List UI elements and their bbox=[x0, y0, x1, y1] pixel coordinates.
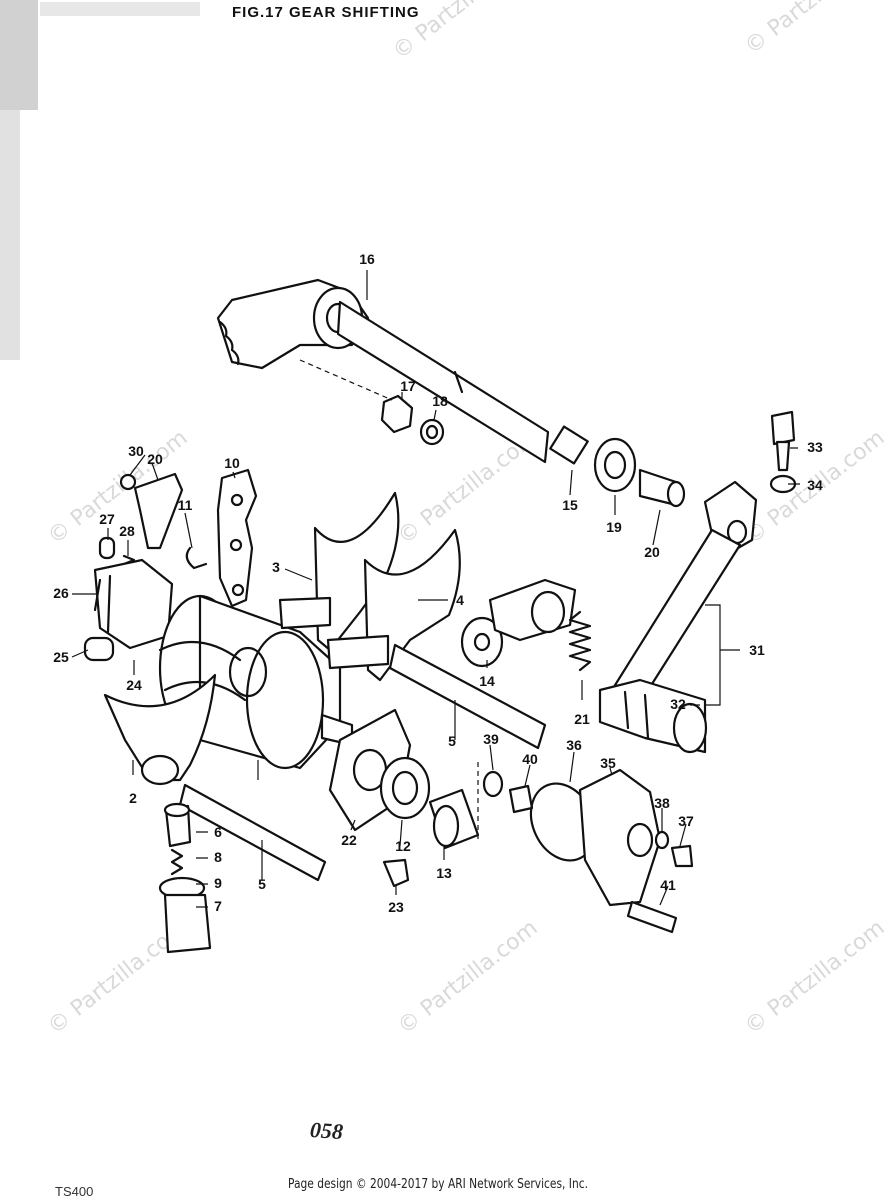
callout-34: 34 bbox=[807, 477, 823, 493]
washer-38[interactable] bbox=[654, 830, 670, 850]
figure-title: FIG.17 GEAR SHIFTING bbox=[232, 4, 420, 21]
oil-seal[interactable] bbox=[593, 437, 686, 508]
callout-17: 17 bbox=[400, 378, 416, 394]
callout-24: 24 bbox=[126, 677, 142, 693]
callout-33: 33 bbox=[807, 439, 823, 455]
callout-32: 32 bbox=[670, 696, 686, 712]
callout-30: 30 bbox=[128, 443, 144, 459]
callout-37: 37 bbox=[678, 813, 694, 829]
callout-10: 10 bbox=[224, 455, 240, 471]
shaft-bolt[interactable] bbox=[380, 394, 445, 446]
callout-labels: 16 17 18 15 19 20 33 34 30 20 10 11 27 2… bbox=[53, 251, 823, 915]
callout-35: 35 bbox=[600, 755, 616, 771]
callout-2: 2 bbox=[129, 790, 137, 806]
shift-fork-3[interactable] bbox=[278, 491, 400, 652]
callout-5: 5 bbox=[258, 876, 266, 892]
callout-27: 27 bbox=[99, 511, 115, 527]
callout-38: 38 bbox=[654, 795, 670, 811]
callout-22: 22 bbox=[341, 832, 357, 848]
callout-16: 16 bbox=[359, 251, 375, 267]
cam-stopper[interactable] bbox=[216, 468, 258, 608]
callout-39: 39 bbox=[483, 731, 499, 747]
scan-noise bbox=[0, 0, 200, 360]
pedal-bolt[interactable] bbox=[769, 410, 797, 494]
callout-4: 4 bbox=[456, 592, 464, 608]
copyright-notice: Page design © 2004-2017 by ARI Network S… bbox=[288, 1177, 588, 1192]
gear-shift-pedal[interactable] bbox=[598, 480, 758, 754]
clip[interactable] bbox=[185, 546, 208, 570]
callout-3: 3 bbox=[272, 559, 280, 575]
callout-13: 13 bbox=[436, 865, 452, 881]
washer-12[interactable] bbox=[379, 756, 431, 820]
bearing-13[interactable] bbox=[428, 788, 480, 850]
callout-12: 12 bbox=[395, 838, 411, 854]
callout-23: 23 bbox=[388, 899, 404, 915]
callout-26: 26 bbox=[53, 585, 69, 601]
bolt-41[interactable] bbox=[626, 900, 678, 934]
callout-41: 41 bbox=[660, 877, 676, 893]
shift-fork-4[interactable] bbox=[326, 528, 461, 682]
oil-seal-39[interactable] bbox=[482, 770, 504, 798]
cam-driven-gear[interactable] bbox=[83, 536, 174, 662]
watermark: © Partzilla.com bbox=[740, 916, 888, 1040]
watermark: © Partzilla.com bbox=[740, 0, 888, 60]
neutral-switch[interactable] bbox=[158, 802, 212, 954]
return-spring[interactable] bbox=[568, 610, 592, 672]
shift-cover[interactable] bbox=[578, 768, 662, 907]
fork-shaft-lower[interactable] bbox=[178, 783, 327, 882]
callout-25: 25 bbox=[53, 649, 69, 665]
callout-18: 18 bbox=[432, 393, 448, 409]
gear-shift-arm[interactable] bbox=[460, 578, 577, 668]
model-label: TS400 bbox=[55, 1184, 94, 1199]
callout-21: 21 bbox=[574, 711, 590, 727]
callout-5: 5 bbox=[448, 733, 456, 749]
callout-15: 15 bbox=[562, 497, 578, 513]
leader-lines bbox=[71, 270, 800, 908]
callout-8: 8 bbox=[214, 849, 222, 865]
callout-9: 9 bbox=[214, 875, 222, 891]
callout-7: 7 bbox=[214, 898, 222, 914]
callout-31: 31 bbox=[749, 642, 765, 658]
callout-28: 28 bbox=[119, 523, 135, 539]
callout-20: 20 bbox=[644, 544, 660, 560]
page-number: 058 bbox=[309, 1116, 344, 1145]
callout-14: 14 bbox=[479, 673, 495, 689]
shift-fork-2[interactable] bbox=[103, 673, 217, 786]
callout-20: 20 bbox=[147, 451, 163, 467]
gear-shift-shaft[interactable] bbox=[216, 278, 589, 465]
fork-shaft-upper[interactable] bbox=[388, 643, 547, 750]
callout-19: 19 bbox=[606, 519, 622, 535]
callout-11: 11 bbox=[178, 497, 193, 513]
callout-36: 36 bbox=[566, 737, 582, 753]
screw-23[interactable] bbox=[382, 858, 410, 888]
watermark: © Partzilla.com bbox=[388, 0, 537, 65]
stopper-plate[interactable] bbox=[119, 472, 184, 550]
callout-40: 40 bbox=[522, 751, 538, 767]
gear-shift-cam[interactable] bbox=[158, 594, 354, 770]
callout-6: 6 bbox=[214, 824, 222, 840]
screw-37[interactable] bbox=[670, 844, 694, 868]
screw-40[interactable] bbox=[508, 784, 534, 814]
watermark: © Partzilla.com bbox=[393, 916, 542, 1040]
